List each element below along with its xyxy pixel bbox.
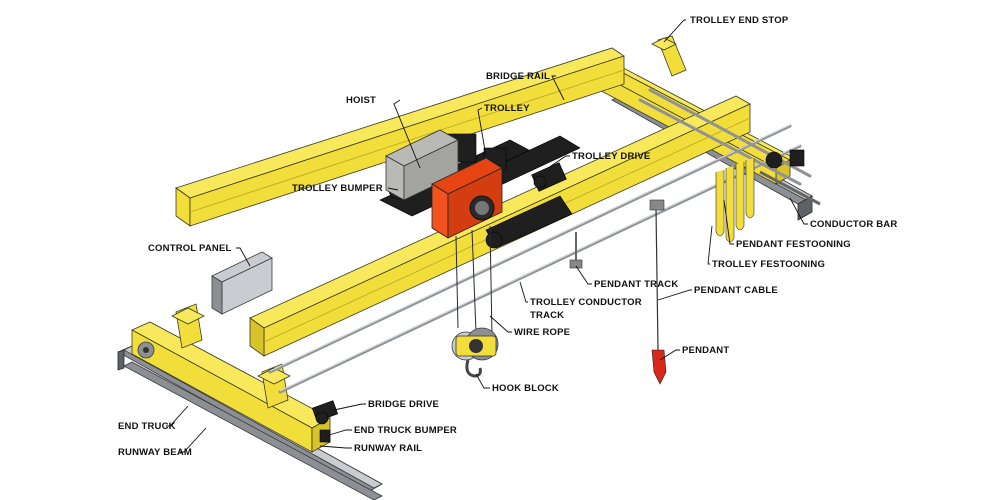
label-bridge-drive: BRIDGE DRIVE (368, 399, 439, 410)
label-trolley-festooning: TROLLEY FESTOONING (712, 259, 825, 270)
pendant-cable (649, 199, 665, 351)
label-wire-rope: WIRE ROPE (514, 327, 570, 338)
label-pendant-track: PENDANT TRACK (594, 279, 678, 290)
end-truck-front (131, 303, 331, 453)
label-runway-rail: RUNWAY RAIL (354, 443, 422, 454)
label-end-truck: END TRUCK (118, 421, 176, 432)
label-hook-block: HOOK BLOCK (492, 383, 559, 394)
label-trolley-drive: TROLLEY DRIVE (572, 151, 650, 162)
label-trolley-end-stop: TROLLEY END STOP (690, 15, 789, 26)
control-panel (211, 251, 273, 315)
pendant-festooning (715, 158, 755, 243)
leader-lines (166, 19, 808, 453)
hoist (431, 157, 503, 239)
hoist-motor (385, 129, 459, 201)
trolley-conductor-track (268, 88, 812, 394)
pendant (651, 349, 667, 385)
label-pendant-festooning: PENDANT FESTOONING (736, 239, 851, 250)
girder-back (175, 47, 625, 227)
pendant-track (569, 232, 583, 269)
end-truck-bumper (319, 429, 331, 443)
callout-labels: TROLLEY END STOP BRIDGE RAIL HOIST TROLL… (118, 15, 897, 458)
label-pendant: PENDANT (682, 345, 729, 356)
label-trolley-bumper: TROLLEY BUMPER (292, 183, 383, 194)
label-runway-beam: RUNWAY BEAM (118, 447, 192, 458)
label-bridge-rail: BRIDGE RAIL (486, 71, 550, 82)
conductor-bar (759, 149, 821, 206)
bridge-drive (311, 400, 339, 425)
label-trolley-conductor-track-1: TROLLEY CONDUCTOR (530, 297, 642, 308)
label-trolley-conductor-track-2: TRACK (530, 310, 564, 321)
label-hoist: HOIST (346, 95, 376, 106)
label-pendant-cable: PENDANT CABLE (694, 285, 778, 296)
label-trolley: TROLLEY (484, 103, 530, 114)
hook-block (451, 327, 499, 378)
label-conductor-bar: CONDUCTOR BAR (810, 219, 897, 230)
label-control-panel: CONTROL PANEL (148, 243, 232, 254)
label-end-truck-bumper: END TRUCK BUMPER (354, 425, 457, 436)
trolley-drive (531, 162, 567, 192)
